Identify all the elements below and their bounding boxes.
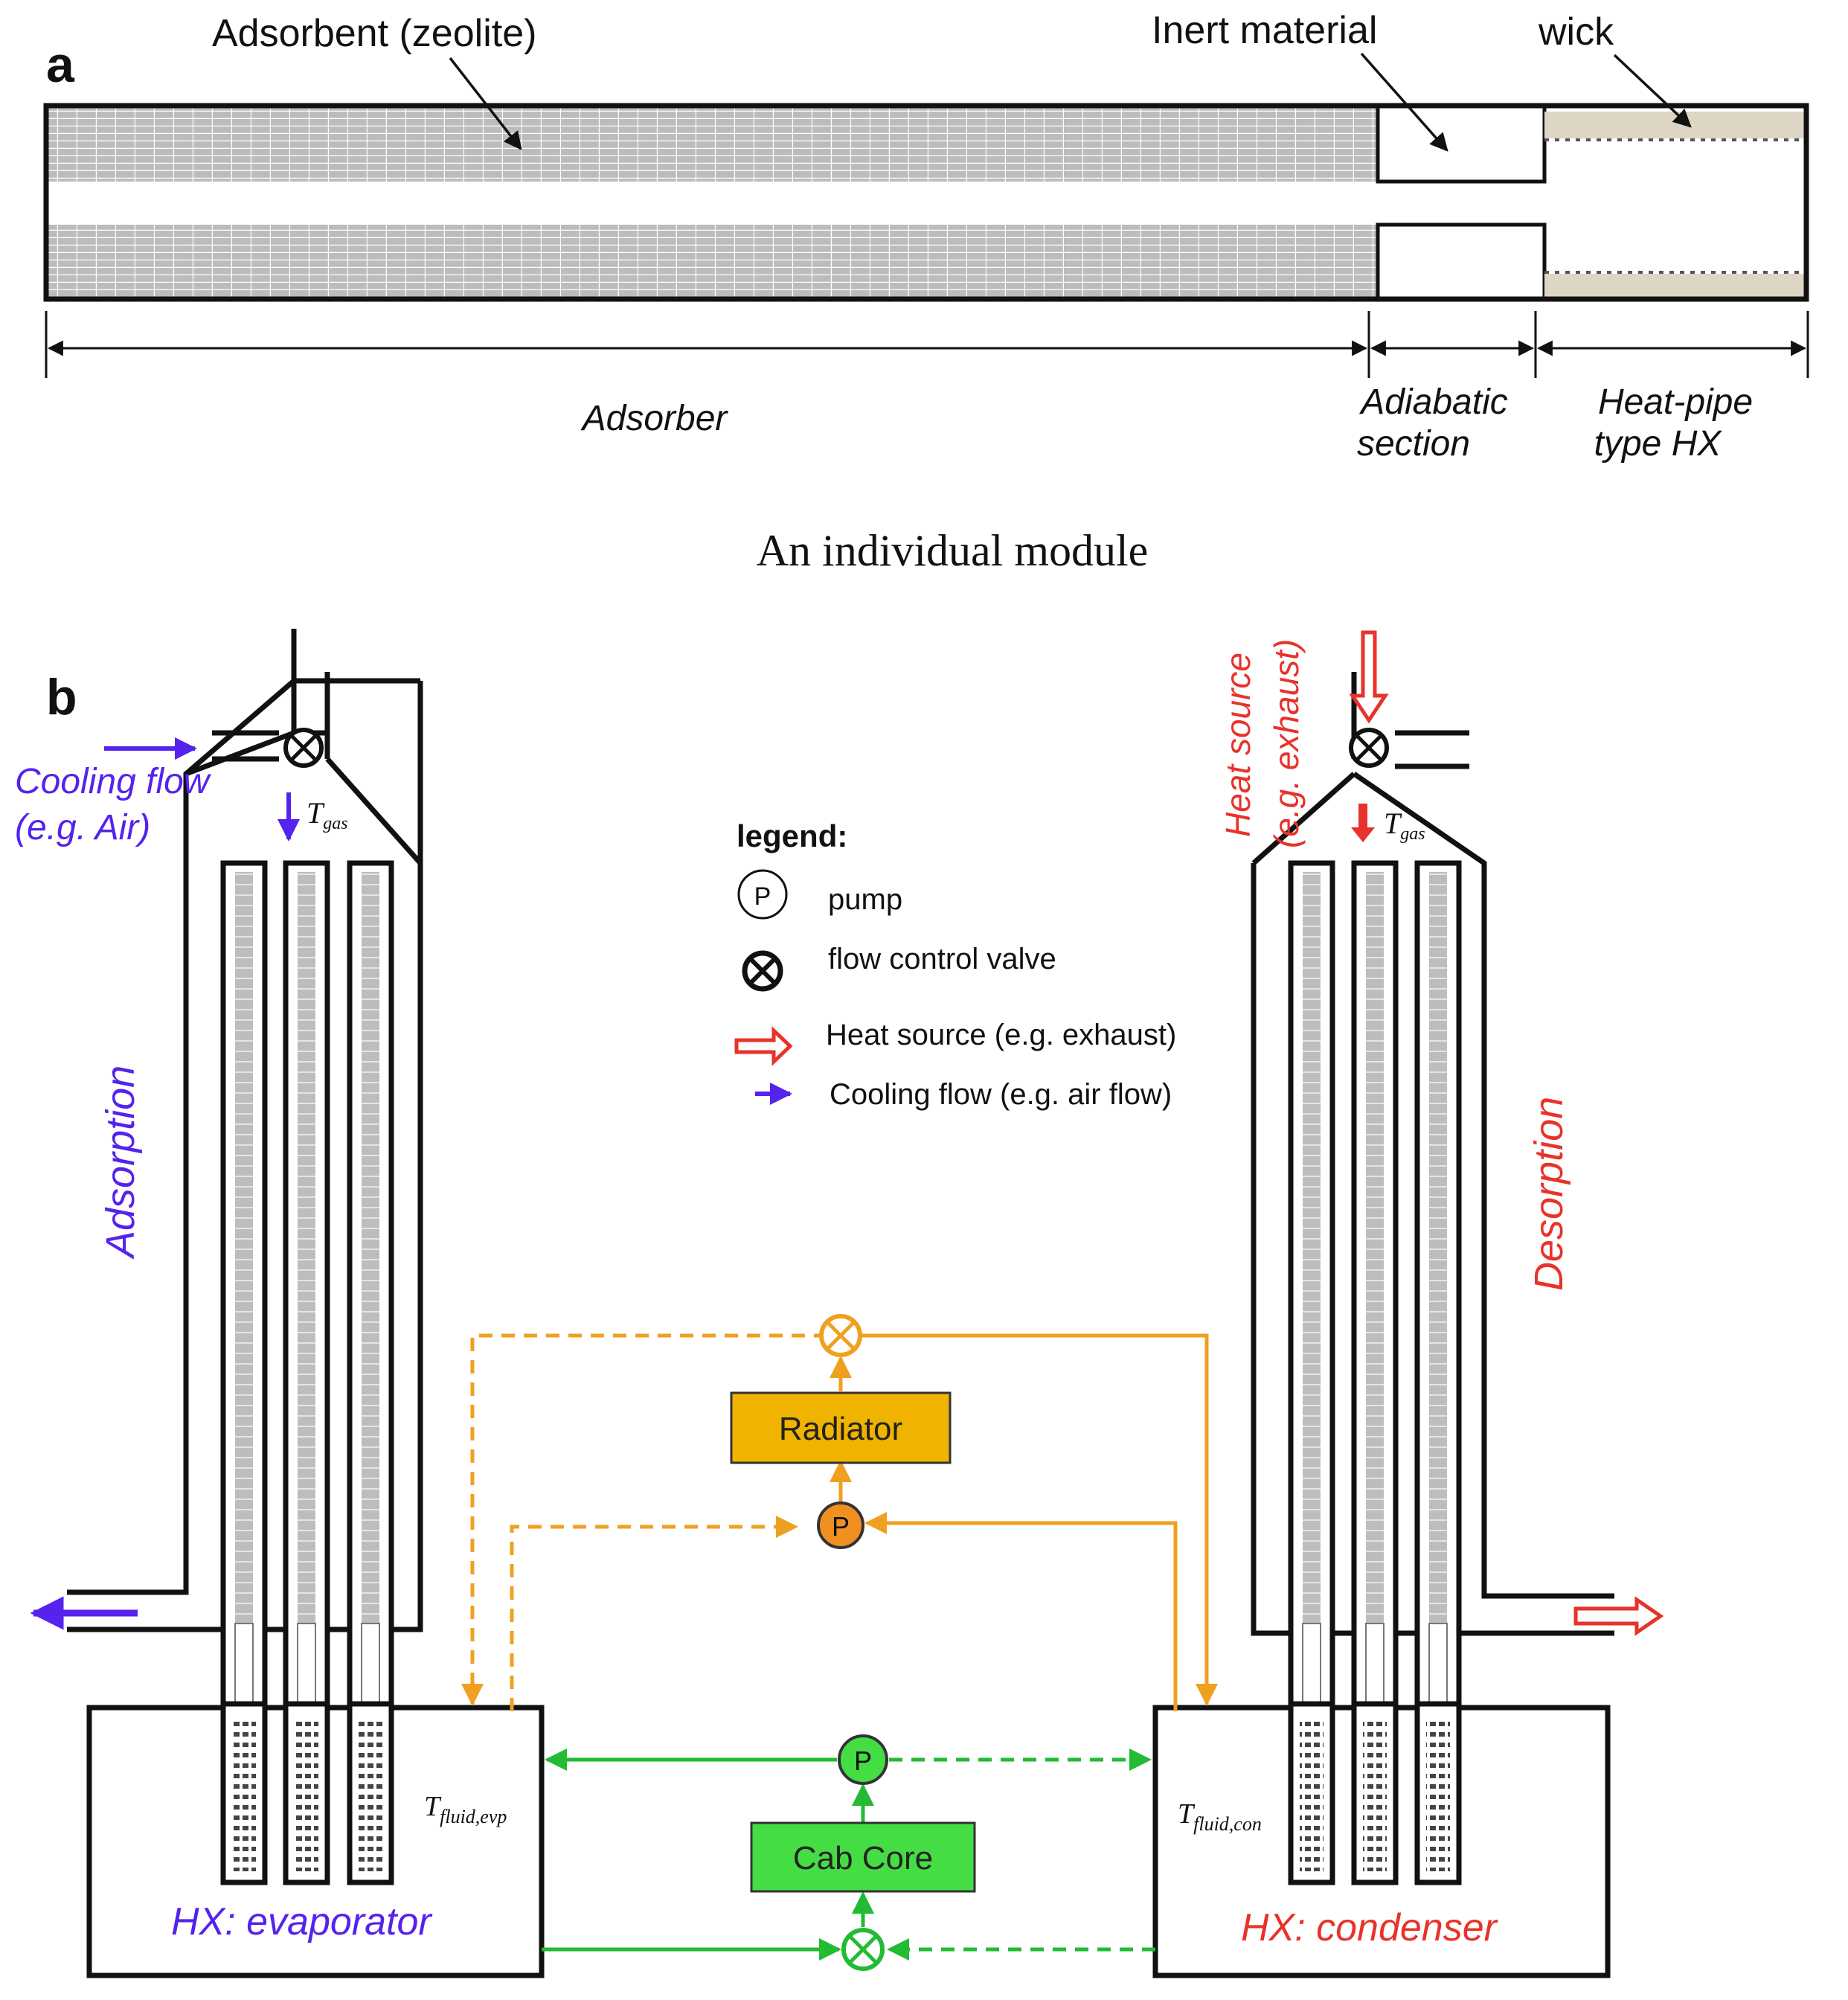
flow-control-valve-left	[283, 728, 324, 768]
radiator-label: Radiator	[779, 1411, 902, 1447]
caption-individual-module: An individual module	[757, 526, 1149, 575]
panel-a-label: a	[46, 36, 75, 93]
zeolite-bed-upper	[46, 106, 1378, 182]
t-fluid-con: Tfluid,con	[1178, 1798, 1262, 1835]
hx-condenser-label: HX: condenser	[1241, 1906, 1499, 1949]
legend-heat-arrow-icon	[734, 1026, 793, 1066]
cab-core-box	[750, 1821, 976, 1893]
callout-inert: Inert material	[1152, 9, 1377, 52]
module-outline	[43, 103, 1809, 302]
panel-a: a Adsorbent (zeolite) Inert material wic…	[43, 9, 1809, 575]
legend-title: legend:	[737, 818, 847, 853]
radiator-loop	[461, 1333, 1218, 1711]
hx-evaporator-label: HX: evaporator	[171, 1900, 433, 1943]
wick-layer-lower	[1544, 274, 1806, 299]
heat-source-down-arrow	[1351, 804, 1375, 842]
heat-source-label-1: Heat source	[1219, 653, 1257, 837]
inert-block-upper	[1376, 103, 1547, 184]
t-gas-left: Tgas	[307, 796, 348, 833]
section-adsorber: Adsorber	[580, 399, 729, 438]
svg-text:P: P	[754, 882, 771, 911]
cab-core-pump: P	[838, 1734, 888, 1785]
zeolite-bed-lower	[46, 225, 1378, 299]
legend-cooling-label: Cooling flow (e.g. air flow)	[830, 1078, 1172, 1111]
legend: legend: P pump flow control valve Heat s…	[734, 818, 1176, 1111]
section-adiabatic-2: section	[1357, 424, 1470, 464]
radiator-pump: P	[817, 1501, 864, 1549]
legend-pump-icon: P	[737, 869, 788, 920]
cooling-flow-label-1: Cooling flow	[15, 762, 212, 801]
legend-pump-label: pump	[828, 883, 902, 916]
cab-core-valve	[841, 1928, 885, 1971]
heat-source-outlet-arrow	[1573, 1596, 1664, 1636]
legend-heat-label: Heat source (e.g. exhaust)	[826, 1019, 1176, 1051]
section-heatpipe-1: Heat-pipe	[1598, 382, 1753, 422]
inert-block-lower	[1376, 222, 1547, 301]
radiator-box	[730, 1391, 952, 1464]
svg-text:P: P	[854, 1746, 872, 1776]
heat-source-inlet-arrow	[1349, 630, 1389, 724]
wick-layer-upper	[1544, 112, 1806, 138]
adsorber-housing-right	[1251, 672, 1614, 1636]
section-heatpipe-2: type HX	[1594, 424, 1723, 464]
desorption-label: Desorption	[1527, 1097, 1571, 1291]
t-fluid-evp: Tfluid,evp	[424, 1791, 507, 1827]
legend-valve-icon	[742, 950, 783, 992]
cab-core-label: Cab Core	[793, 1840, 933, 1876]
svg-text:P: P	[832, 1511, 850, 1542]
section-adiabatic-1: Adiabatic	[1358, 382, 1507, 422]
cab-core-loop	[542, 1749, 1155, 1961]
cooling-flow-label-2: (e.g. Air)	[15, 808, 150, 847]
flow-control-valve-right	[1349, 728, 1389, 768]
adsorber-housing-left	[67, 629, 423, 1632]
callout-wick: wick	[1538, 10, 1614, 54]
legend-valve-label: flow control valve	[828, 943, 1056, 975]
panel-b: b	[15, 629, 1664, 1978]
callout-adsorbent: Adsorbent (zeolite)	[212, 12, 536, 55]
panel-b-label: b	[46, 669, 77, 725]
t-gas-right: Tgas	[1384, 807, 1425, 844]
heat-source-label-2: (e.g. exhaust)	[1267, 639, 1306, 848]
adsorption-label: Adsorption	[98, 1065, 143, 1260]
radiator-valve	[819, 1314, 862, 1357]
